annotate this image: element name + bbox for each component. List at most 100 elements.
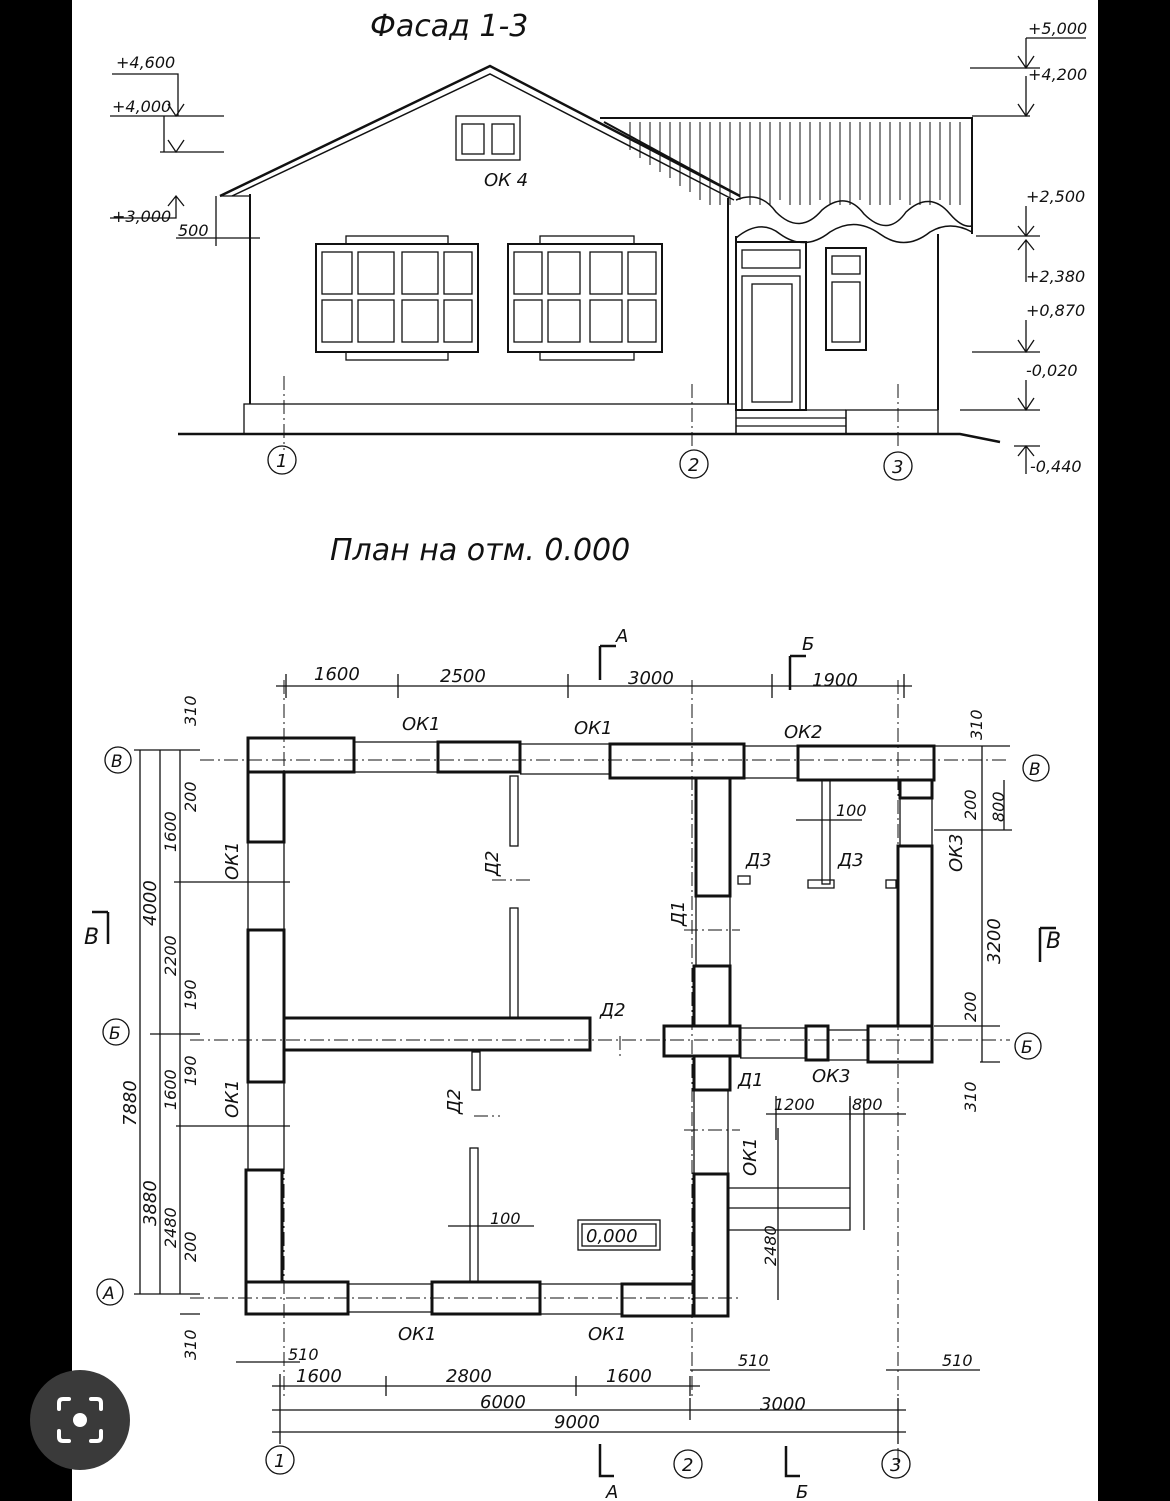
svg-text:3000: 3000	[628, 668, 674, 689]
svg-text:+4,600: +4,600	[116, 53, 175, 72]
svg-text:1600: 1600	[296, 1366, 342, 1387]
svg-text:+5,000: +5,000	[1028, 19, 1087, 38]
svg-text:+4,200: +4,200	[1028, 65, 1087, 84]
svg-text:ОК1: ОК1	[574, 718, 612, 739]
svg-text:-0,020: -0,020	[1026, 361, 1078, 380]
svg-text:1: 1	[276, 451, 287, 472]
svg-text:ОК3: ОК3	[946, 834, 967, 872]
svg-text:310: 310	[181, 1329, 200, 1360]
svg-text:510: 510	[738, 1351, 769, 1370]
svg-text:ОК3: ОК3	[812, 1066, 850, 1087]
svg-text:190: 190	[181, 1055, 200, 1086]
svg-text:+0,870: +0,870	[1026, 301, 1085, 320]
plan-left-dimensions: 7880 3880 4000 310 200 1600 2200 190 190…	[120, 695, 290, 1360]
svg-text:Б: Б	[109, 1024, 121, 1044]
svg-text:1200: 1200	[774, 1095, 815, 1114]
svg-text:1900: 1900	[812, 670, 858, 691]
svg-text:Д3: Д3	[745, 850, 772, 871]
plan-row-axis-markers: В В Б Б А	[96, 746, 1050, 1306]
svg-text:ОК1: ОК1	[402, 714, 440, 735]
plan-level-mark: 0,000	[577, 1219, 661, 1251]
svg-text:9000: 9000	[554, 1412, 600, 1433]
svg-text:2200: 2200	[161, 935, 180, 976]
svg-text:310: 310	[181, 695, 200, 726]
svg-text:100: 100	[836, 801, 867, 820]
svg-text:310: 310	[961, 1081, 980, 1112]
svg-text:ОК1: ОК1	[222, 842, 243, 880]
visual-search-icon[interactable]	[30, 1370, 130, 1470]
svg-text:3200: 3200	[984, 918, 1005, 964]
svg-text:310: 310	[967, 709, 986, 740]
plan-section-marks: А Б А Б В В	[84, 626, 1061, 1501]
facade-levels-right: +5,000 +4,200 +2,500 +2,380 +0,870 -0,02…	[960, 19, 1087, 476]
facade-door	[735, 241, 807, 411]
svg-text:1600: 1600	[314, 664, 360, 685]
svg-text:2: 2	[688, 455, 699, 476]
svg-text:500: 500	[178, 221, 209, 240]
svg-text:3880: 3880	[140, 1180, 161, 1226]
svg-text:А: А	[102, 1284, 115, 1304]
facade-title: Фасад 1-3	[370, 9, 528, 44]
svg-text:100: 100	[490, 1209, 521, 1228]
facade-window-left	[315, 235, 479, 361]
plan-col-axis-markers: 1 2 3	[265, 1445, 911, 1479]
plan-walls	[244, 736, 936, 1318]
facade-levels-left: +4,600 +4,000 +3,000 500	[110, 53, 260, 246]
annex-roof-corrugation	[629, 122, 961, 205]
plan-right-dimensions: 310 200 800 3200 200 310	[930, 709, 1012, 1112]
svg-text:Б: Б	[796, 1482, 808, 1501]
svg-text:ОК1: ОК1	[222, 1080, 243, 1118]
svg-text:2800: 2800	[446, 1366, 492, 1387]
svg-text:+2,500: +2,500	[1026, 187, 1085, 206]
svg-text:200: 200	[961, 991, 980, 1022]
svg-text:В: В	[84, 925, 99, 950]
svg-text:510: 510	[942, 1351, 973, 1370]
svg-text:1600: 1600	[161, 811, 180, 852]
svg-text:800: 800	[989, 791, 1008, 822]
svg-text:Б: Б	[802, 634, 814, 655]
svg-text:ОК2: ОК2	[784, 722, 822, 743]
svg-text:Д2: Д2	[482, 850, 503, 877]
svg-text:190: 190	[181, 979, 200, 1010]
svg-text:А: А	[615, 626, 628, 647]
svg-text:Д3: Д3	[837, 850, 864, 871]
svg-text:4000: 4000	[140, 880, 161, 926]
svg-text:-0,440: -0,440	[1030, 457, 1082, 476]
svg-text:А: А	[605, 1482, 618, 1501]
svg-text:ОК1: ОК1	[398, 1324, 436, 1345]
svg-text:2: 2	[682, 1455, 693, 1476]
plan-bottom-dimensions: 510 510 510 1600 2800 1600 6000 3000 900…	[236, 1345, 980, 1444]
svg-text:+3,000: +3,000	[112, 207, 171, 226]
svg-text:2500: 2500	[440, 666, 486, 687]
svg-text:2480: 2480	[161, 1207, 180, 1248]
svg-text:+4,000: +4,000	[112, 97, 171, 116]
svg-text:В: В	[111, 752, 123, 772]
plan-door-labels: Д2 Д2 Д2 Д1 Д1 Д3 Д3	[444, 850, 864, 1131]
svg-text:Д2: Д2	[599, 1000, 626, 1021]
svg-text:1: 1	[274, 1451, 285, 1472]
lens-icon	[57, 1397, 103, 1443]
svg-text:В: В	[1046, 929, 1061, 954]
facade-window-middle	[507, 235, 663, 361]
plan-title: План на отм. 0.000	[330, 533, 630, 568]
svg-text:200: 200	[181, 781, 200, 812]
svg-text:2480: 2480	[761, 1225, 780, 1266]
svg-text:В: В	[1029, 760, 1041, 780]
svg-text:1600: 1600	[606, 1366, 652, 1387]
svg-text:Д1: Д1	[668, 900, 689, 927]
svg-text:800: 800	[852, 1095, 883, 1114]
svg-text:3: 3	[892, 457, 903, 478]
svg-text:200: 200	[961, 789, 980, 820]
svg-text:200: 200	[181, 1231, 200, 1262]
svg-text:7880: 7880	[120, 1080, 141, 1126]
svg-text:1600: 1600	[161, 1069, 180, 1110]
svg-text:510: 510	[288, 1345, 319, 1364]
svg-text:ОК1: ОК1	[740, 1138, 761, 1176]
facade-window-label: ОК 4	[484, 170, 528, 191]
facade-window-right	[825, 247, 867, 351]
plan-wall-thickness-dims: 100 100	[448, 801, 867, 1228]
svg-text:Б: Б	[1021, 1038, 1033, 1058]
plan-porch-dimensions: 1200 800 2480	[761, 1095, 906, 1300]
plan-top-dimensions: 1600 2500 3000 1900	[276, 664, 912, 698]
svg-text:3000: 3000	[760, 1394, 806, 1415]
